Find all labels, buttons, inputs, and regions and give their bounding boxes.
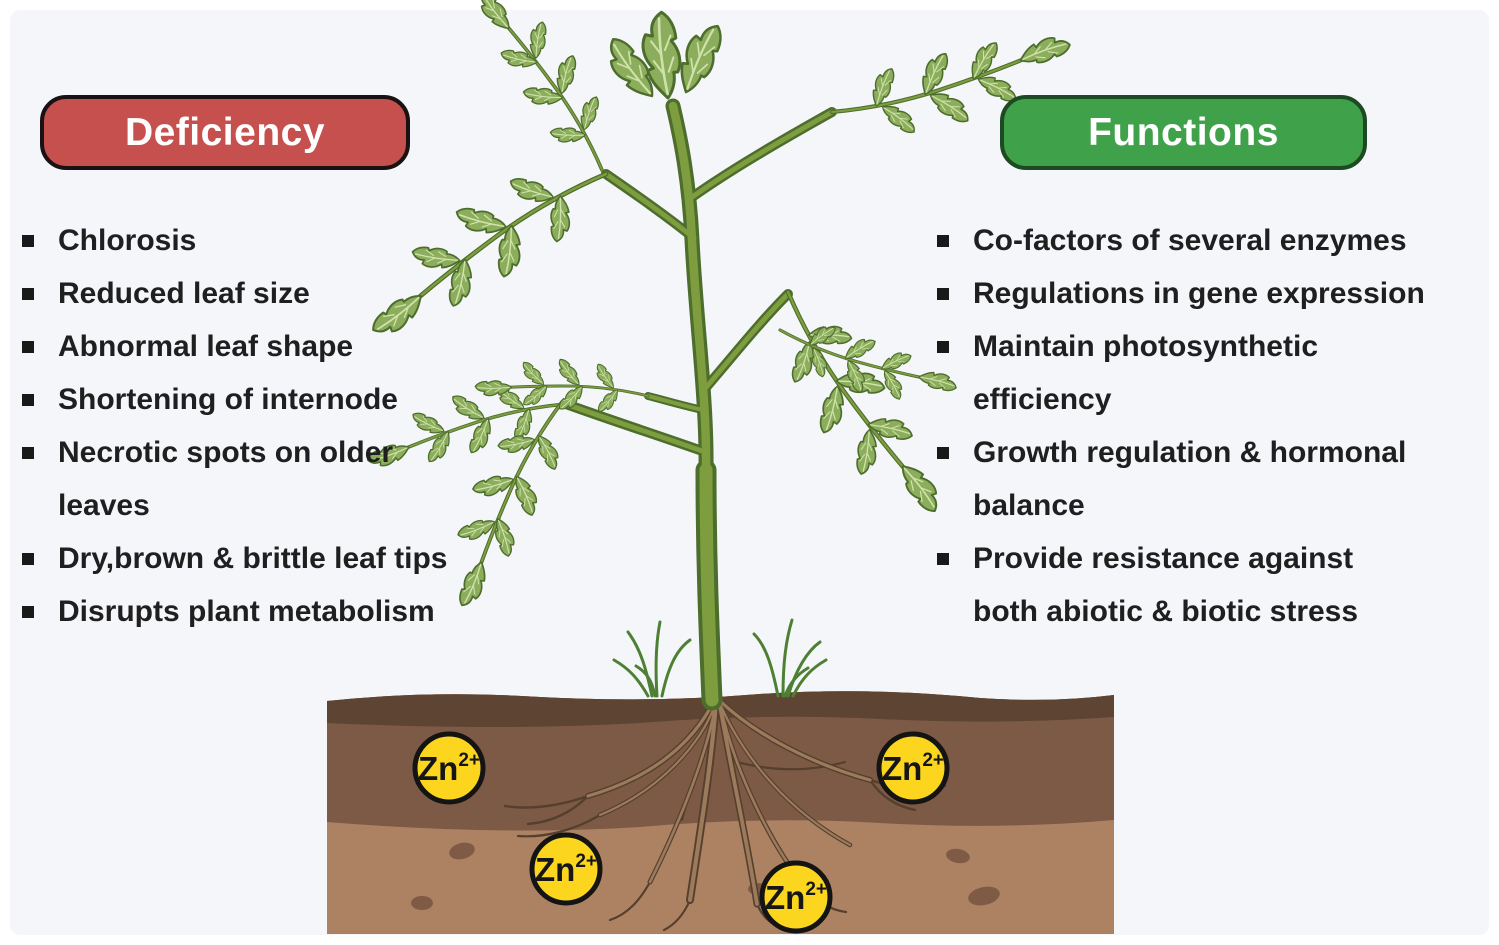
- plant-stem: [561, 98, 837, 711]
- list-item-label: Reduced leaf size: [58, 277, 310, 310]
- bullet-square-icon: [937, 288, 949, 300]
- list-item: Provide resistance against both abiotic …: [931, 532, 1499, 638]
- soil-pebbles: [411, 842, 1000, 910]
- list-item: Dry,brown & brittle leaf tips: [16, 532, 521, 585]
- bullet-square-icon: [22, 394, 34, 406]
- list-item: Necrotic spots on older leaves: [16, 426, 521, 532]
- svg-text:Zn2+: Zn2+: [418, 750, 480, 787]
- list-item-label: Disrupts plant metabolism: [58, 595, 435, 628]
- list-item-label: Regulations in gene expression: [973, 277, 1425, 310]
- list-item: Maintain photosynthetic efficiency: [931, 320, 1499, 426]
- list-item: Shortening of internode: [16, 373, 521, 426]
- list-item: Regulations in gene expression: [931, 267, 1499, 320]
- deficiency-list: Chlorosis Reduced leaf size Abnormal lea…: [16, 214, 521, 638]
- list-item-label: Abnormal leaf shape: [58, 330, 354, 363]
- bullet-square-icon: [22, 288, 34, 300]
- bullet-square-icon: [937, 447, 949, 459]
- list-item-label: Growth regulation & hormonal balance: [973, 436, 1407, 522]
- zinc-ion: Zn2+: [529, 832, 603, 906]
- list-item-label: Maintain photosynthetic efficiency: [973, 330, 1318, 416]
- zinc-ions: Zn2+ Zn2+ Zn2+ Zn2+: [412, 731, 950, 934]
- list-item: Abnormal leaf shape: [16, 320, 521, 373]
- bullet-square-icon: [937, 235, 949, 247]
- zinc-ion: Zn2+: [876, 731, 950, 805]
- svg-text:Zn2+: Zn2+: [765, 879, 827, 916]
- functions-title: Functions: [1088, 110, 1279, 154]
- bullet-square-icon: [22, 235, 34, 247]
- svg-text:Zn2+: Zn2+: [882, 750, 944, 787]
- list-item-label: Provide resistance against both abiotic …: [973, 542, 1359, 628]
- zinc-ion: Zn2+: [759, 860, 833, 934]
- roots: [503, 696, 947, 932]
- svg-text:Zn2+: Zn2+: [535, 851, 597, 888]
- list-item: Chlorosis: [16, 214, 521, 267]
- bullet-square-icon: [22, 447, 34, 459]
- functions-header: Functions: [1000, 95, 1367, 170]
- bullet-square-icon: [937, 341, 949, 353]
- functions-list: Co-factors of several enzymes Regulation…: [931, 214, 1499, 638]
- list-item-label: Chlorosis: [58, 224, 197, 257]
- bullet-square-icon: [22, 341, 34, 353]
- list-item: Reduced leaf size: [16, 267, 521, 320]
- list-item: Growth regulation & hormonal balance: [931, 426, 1499, 532]
- list-item-label: Shortening of internode: [58, 383, 398, 416]
- list-item-label: Necrotic spots on older leaves: [58, 436, 394, 522]
- bullet-square-icon: [22, 553, 34, 565]
- bullet-square-icon: [937, 553, 949, 565]
- list-item: Disrupts plant metabolism: [16, 585, 521, 638]
- zinc-ion: Zn2+: [412, 731, 486, 805]
- list-item-label: Co-factors of several enzymes: [973, 224, 1407, 257]
- deficiency-header: Deficiency: [40, 95, 410, 170]
- bullet-square-icon: [22, 606, 34, 618]
- grass-tufts: [612, 618, 828, 698]
- list-item-label: Dry,brown & brittle leaf tips: [58, 542, 448, 575]
- list-item: Co-factors of several enzymes: [931, 214, 1499, 267]
- deficiency-title: Deficiency: [124, 110, 326, 154]
